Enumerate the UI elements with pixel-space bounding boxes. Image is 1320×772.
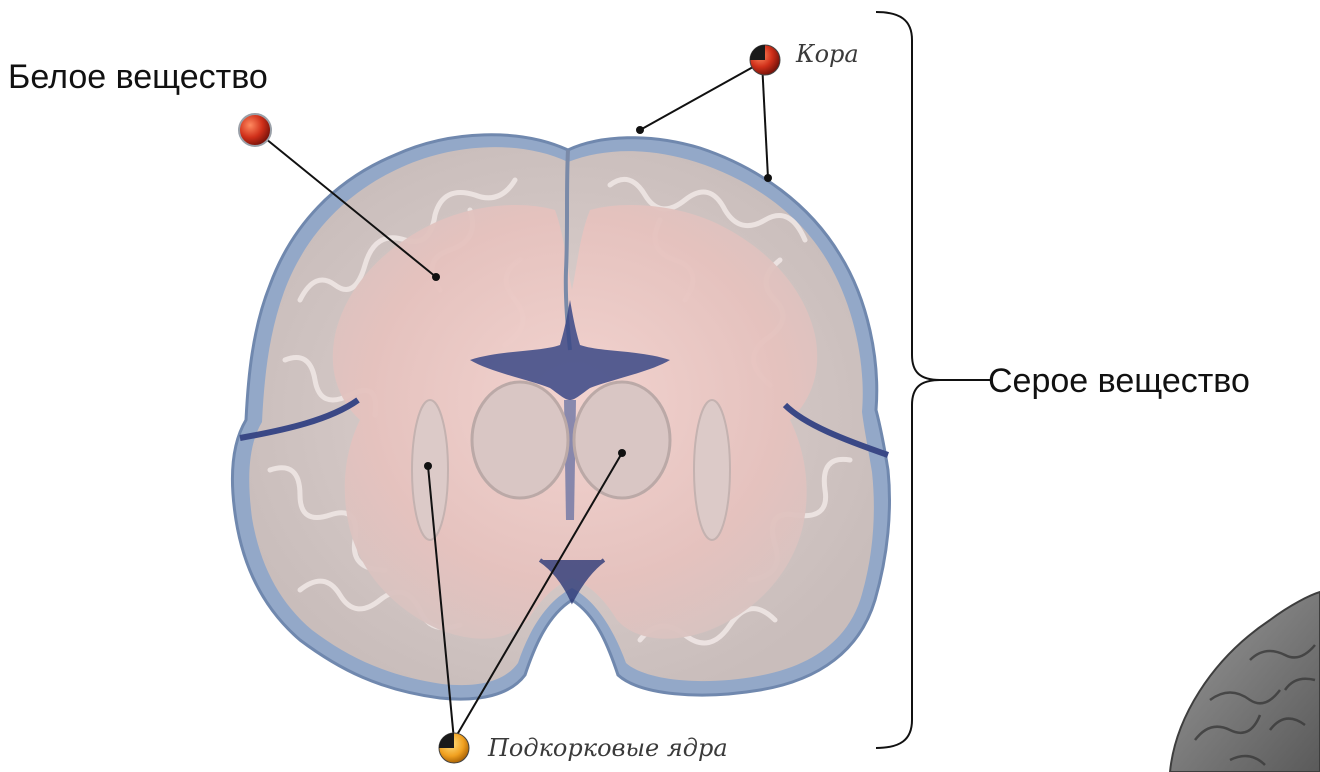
brain-section [232, 135, 889, 699]
brain-lateral-view-partial [1170, 592, 1320, 772]
red-ball-marker-icon [239, 114, 271, 146]
gray-matter-label: Серое вещество [988, 362, 1250, 400]
orange-black-ball-marker-icon [439, 733, 469, 763]
cortex-leader-a [640, 62, 762, 130]
white-matter-label: Белое вещество [8, 58, 268, 96]
gray-matter-brace [876, 12, 940, 748]
red-black-ball-marker-icon [750, 45, 780, 75]
cortex-leader-b [762, 62, 768, 178]
subcortical-nuclei-label: Подкорковые ядра [487, 734, 728, 762]
cortex-label: Кора [795, 40, 859, 68]
